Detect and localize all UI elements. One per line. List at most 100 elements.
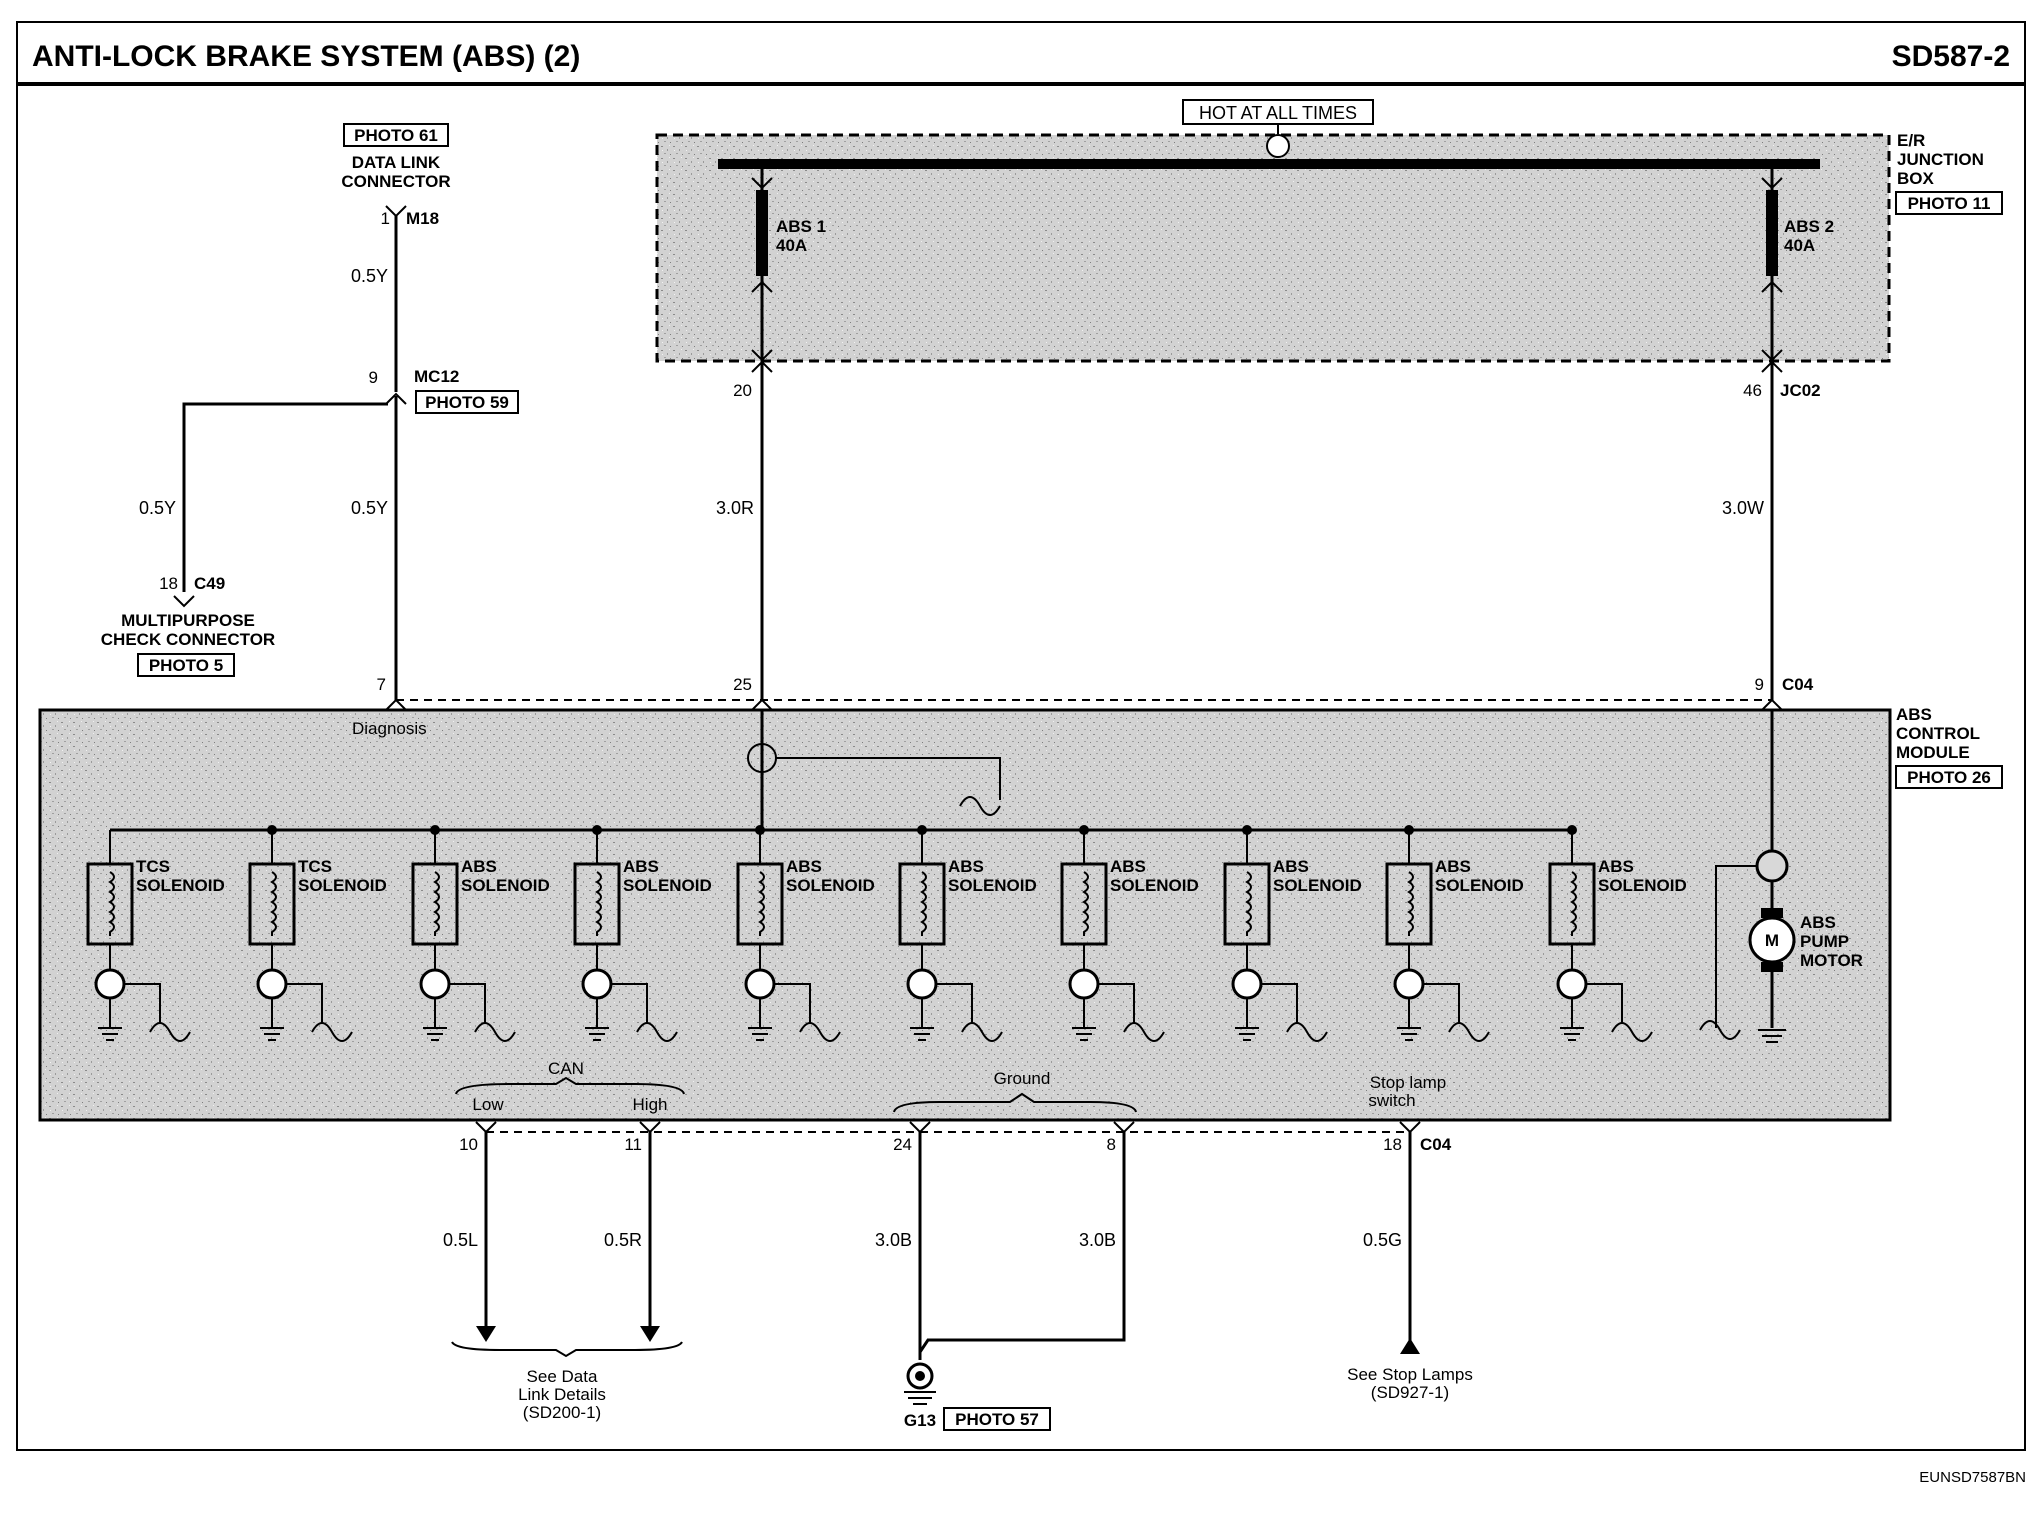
bus-junction-dot: [592, 825, 602, 835]
ground-label: Ground: [994, 1069, 1051, 1088]
c49-label-line-1: MULTIPURPOSE: [121, 611, 255, 630]
can-bracket: CAN Low High: [455, 1059, 685, 1114]
hot-at-all-times-label: HOT AT ALL TIMES: [1199, 103, 1357, 123]
wire-can-high-label: 0.5R: [604, 1230, 642, 1250]
bus-junction-dot: [917, 825, 927, 835]
driver-transistor-icon: [1068, 968, 1100, 1000]
ground-g13-icon: [904, 1362, 936, 1405]
fuse-abs2: ABS 2 40A: [1761, 164, 1834, 373]
jb-label-line-2: JUNCTION: [1897, 150, 1984, 169]
bus-terminal-icon: [1266, 134, 1290, 158]
solenoid-coil-icon: [270, 871, 277, 936]
wire-can-low-label: 0.5L: [443, 1230, 478, 1250]
jb-pin-right: 46: [1743, 381, 1762, 400]
module-diagnosis-label: Diagnosis: [352, 719, 427, 738]
driver-transistor-icon: [906, 968, 938, 1000]
driver-transistor-icon: [1231, 968, 1263, 1000]
control-signal-icon: [311, 1022, 353, 1042]
wire-dlc-label: 0.5Y: [351, 266, 388, 286]
solenoid-coil-icon: [595, 871, 602, 936]
wire-stop-label: 0.5G: [1363, 1230, 1402, 1250]
module-pin-diag: 7: [377, 675, 386, 694]
jb-pin-left: 20: [733, 381, 752, 400]
bus-junction-dot: [755, 825, 765, 835]
solenoid-type: TCS: [298, 857, 332, 876]
control-signal-icon: [961, 1022, 1003, 1042]
solenoid-label: SOLENOID: [298, 876, 387, 895]
control-signal-icon: [1286, 1022, 1328, 1042]
module-photo-ref: PHOTO 26: [1907, 768, 1991, 787]
c49-label-line-2: CHECK CONNECTOR: [101, 630, 275, 649]
wire-abs1-label: 3.0R: [716, 498, 754, 518]
driver-transistor-icon: [94, 968, 126, 1000]
module-label-line-1: ABS: [1896, 705, 1932, 724]
module-pin-motor: 9: [1755, 675, 1764, 694]
bottom-pin-can-high: 11: [624, 1135, 642, 1154]
bus-junction-dot: [430, 825, 440, 835]
data-link-ref-line-2: Link Details: [518, 1385, 606, 1404]
jb-photo-ref: PHOTO 11: [1908, 194, 1991, 213]
fuse-abs2-rating: 40A: [1784, 236, 1815, 255]
driver-transistor-icon: [744, 968, 776, 1000]
solenoid-coil-icon: [920, 871, 927, 936]
fuse-abs1-element: [756, 190, 768, 276]
data-link-ref-bracket: [451, 1341, 683, 1358]
can-low-label: Low: [472, 1095, 504, 1114]
solenoid-coil-icon: [1407, 871, 1414, 936]
ground-g13-id: G13: [904, 1411, 936, 1430]
module-photo-box: [1895, 765, 2003, 789]
jb-connector-id: JC02: [1780, 381, 1821, 400]
dlc-photo-ref: PHOTO 61: [354, 126, 438, 145]
solenoid-coil-icon: [1570, 871, 1577, 936]
solenoid-coil-icon: [433, 871, 440, 936]
stop-switch-label-line-1: Stop lamp: [1370, 1073, 1447, 1092]
module-terminals-bottom: [475, 1121, 1421, 1134]
wire-diag-left-label: 0.5Y: [139, 498, 176, 518]
page-title: ANTI-LOCK BRAKE SYSTEM (ABS) (2): [32, 40, 580, 73]
control-signal-icon: [149, 1022, 191, 1042]
control-signal-icon: [1123, 1022, 1165, 1042]
bottom-pin-stop: 18: [1383, 1135, 1402, 1154]
mc12-photo-ref: PHOTO 59: [425, 393, 509, 412]
driver-transistor-icon: [581, 968, 613, 1000]
solenoid-label: SOLENOID: [786, 876, 875, 895]
control-signal-icon: [1448, 1022, 1490, 1042]
c49-photo-box: [137, 653, 235, 677]
abs-pump-motor: M ABS PUMP MOTOR: [1699, 710, 1863, 1043]
bus-junction-dot: [1404, 825, 1414, 835]
fuse-abs1-rating: 40A: [776, 236, 807, 255]
ground-photo-ref: PHOTO 57: [955, 1410, 1039, 1429]
motor-control-signal-icon: [1699, 1020, 1741, 1040]
ground-photo-box: [943, 1407, 1051, 1431]
c49-photo-ref: PHOTO 5: [149, 656, 223, 675]
can-label: CAN: [548, 1059, 584, 1078]
wire-diag-left: [182, 402, 388, 592]
wire-diag-main-label: 0.5Y: [351, 498, 388, 518]
fuse-abs2-element: [1766, 190, 1778, 276]
solenoid-label: SOLENOID: [1598, 876, 1687, 895]
control-signal-icon: [636, 1022, 678, 1042]
solenoid-label: SOLENOID: [948, 876, 1037, 895]
stop-switch-label-line-2: switch: [1368, 1091, 1415, 1110]
power-control-signal-icon: [959, 796, 1001, 816]
dlc-photo-box: [343, 123, 449, 147]
module-label-line-2: CONTROL: [1896, 724, 1980, 743]
hot-label-box: [1182, 99, 1374, 125]
solenoid-label: SOLENOID: [1273, 876, 1362, 895]
solenoid-label: SOLENOID: [623, 876, 712, 895]
bus-junction-dot: [1567, 825, 1577, 835]
jb-label-line-1: E/R: [1897, 131, 1925, 150]
module-pin-power: 25: [733, 675, 752, 694]
solenoid-type: ABS: [461, 857, 497, 876]
page-code: SD587-2: [1892, 40, 2010, 73]
module-label-line-3: MODULE: [1896, 743, 1970, 762]
motor-label-line-3: MOTOR: [1800, 951, 1863, 970]
motor-label-line-2: PUMP: [1800, 932, 1849, 951]
page-frame: [16, 21, 2026, 1451]
